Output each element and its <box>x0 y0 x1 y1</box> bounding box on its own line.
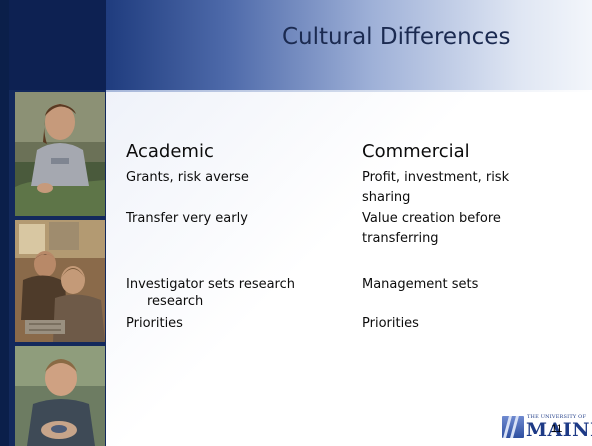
academic-item-investigator-line1: Investigator sets research <box>126 277 296 292</box>
heading-academic: Academic <box>126 141 214 162</box>
academic-item-investigator: Investigator sets research research <box>126 275 351 308</box>
slide-number: 11 <box>551 423 563 435</box>
heading-commercial: Commercial <box>362 141 470 162</box>
commercial-item-sharing: sharing <box>362 190 411 205</box>
title-divider <box>106 90 592 92</box>
logo-big-text: MAINE <box>526 419 592 441</box>
photo-student <box>15 92 105 216</box>
academic-item-investigator-line2: research <box>147 294 204 309</box>
commercial-item-profit: Profit, investment, risk <box>362 170 510 185</box>
commercial-item-value: Value creation before <box>362 211 501 226</box>
title-bar <box>106 0 592 90</box>
commercial-item-priorities: Priorities <box>362 316 419 331</box>
academic-item-transfer: Transfer very early <box>126 211 248 226</box>
slide-title: Cultural Differences <box>282 24 511 50</box>
university-of-maine-logo: THE UNIVERSITY OF MAINE <box>502 414 592 442</box>
commercial-item-management: Management sets <box>362 277 479 292</box>
logo-mark-icon <box>502 416 524 438</box>
academic-item-priorities: Priorities <box>126 316 183 331</box>
commercial-item-transferring: transferring <box>362 231 439 246</box>
academic-item-grants: Grants, risk averse <box>126 170 249 185</box>
logo-small-text: THE UNIVERSITY OF <box>527 414 587 420</box>
corner-block <box>9 0 106 90</box>
photo-researcher <box>15 346 105 446</box>
photo-lab-group <box>15 220 105 342</box>
